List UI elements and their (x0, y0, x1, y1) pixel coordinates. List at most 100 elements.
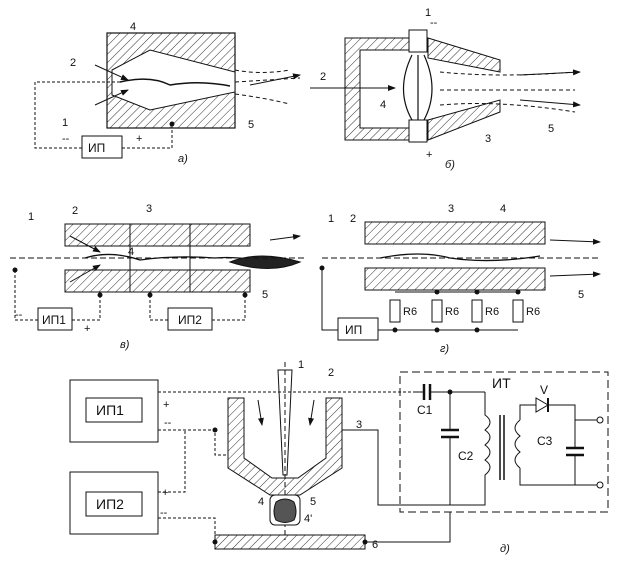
capacitor-c2-label: C2 (458, 449, 474, 463)
sign-b-minus: -- (430, 17, 438, 29)
power-supply-v1-label: ИП1 (42, 313, 66, 327)
label-v-2: 2 (72, 205, 78, 217)
sign-d-minus-2: -- (160, 507, 168, 519)
label-a-4: 4 (130, 21, 136, 33)
node-v1 (12, 267, 18, 273)
power-supply-d1-inner (85, 397, 143, 423)
sign-v-plus: + (84, 323, 90, 335)
wire-d-mid (158, 429, 228, 456)
resistor-g1-label: R6 (403, 306, 417, 318)
wire-d-right (342, 429, 405, 506)
caption-g: г) (440, 343, 449, 355)
electrode-top-b (408, 29, 428, 53)
node-v2 (97, 292, 103, 298)
label-v-4: 4 (128, 246, 134, 258)
node-g2 (392, 327, 398, 333)
label-a-5: 5 (248, 119, 254, 131)
body-v-top (64, 223, 251, 247)
caption-a: а) (178, 153, 188, 165)
node-g6 (474, 289, 480, 295)
source-block-d-label: ИТ (492, 375, 511, 391)
label-v-5: 5 (262, 289, 268, 301)
sign-a-minus: -- (62, 133, 70, 145)
node-g5 (434, 289, 440, 295)
wire-g-left (321, 268, 338, 331)
label-g-4: 4 (500, 203, 506, 215)
node-a (169, 121, 175, 127)
body-v-bottom (64, 269, 251, 293)
jet-arrow-v1 (269, 233, 301, 241)
jet-b (439, 71, 576, 113)
capacitor-c3-label: C3 (537, 434, 553, 448)
power-supply-g (337, 317, 379, 341)
wire-a-left (34, 81, 120, 149)
caption-d: д) (500, 543, 510, 555)
flow-arrow-d1 (257, 399, 264, 426)
jet-arrow-g1 (549, 238, 601, 245)
terminal-d-bottom (596, 481, 604, 489)
jet-arrow-a (249, 73, 301, 86)
sign-b-plus: + (426, 149, 432, 161)
plate-d (214, 534, 366, 550)
label-b-3: 3 (485, 133, 491, 145)
power-supply-g-label: ИП (345, 323, 362, 337)
caption-v: в) (120, 339, 130, 351)
label-g-1: 1 (328, 213, 334, 225)
figure-g: ИП R6 R6 R6 R6 1 2 3 4 5 г) (319, 203, 601, 355)
label-a-2: 2 (70, 57, 76, 69)
chamber-d (227, 397, 343, 496)
power-supply-v1 (37, 307, 73, 331)
plasma-jet-a (234, 69, 301, 105)
figure-v: ИП1 ИП2 1 2 3 4 5 -- + в) (10, 203, 305, 351)
resistor-g1 (389, 299, 401, 323)
label-v-3: 3 (146, 203, 152, 215)
node-d3 (362, 539, 368, 545)
flow-arrow-v2 (69, 264, 101, 283)
resistor-g4-label: R6 (526, 306, 540, 318)
node-g7 (515, 289, 521, 295)
arc-g (379, 253, 541, 262)
power-supply-d2-inner (85, 491, 143, 517)
sample-d (273, 498, 297, 523)
power-supply-d2-label: ИП2 (96, 496, 124, 512)
source-block-d (399, 371, 609, 513)
power-supply-a (81, 135, 123, 159)
label-a-1: 1 (62, 117, 68, 129)
node-d4 (447, 389, 453, 395)
figure-b: 1 2 3 4 5 -- + б) (310, 7, 581, 171)
node-g4 (474, 327, 480, 333)
label-d-6: 6 (372, 539, 378, 551)
flow-arrow-a2 (94, 89, 129, 106)
diode-v-label: V (540, 383, 548, 397)
label-d-3: 3 (356, 419, 362, 431)
wire-v (14, 270, 246, 321)
arc-b (403, 54, 433, 121)
caption-b: б) (445, 159, 455, 171)
resistor-g3 (471, 299, 483, 323)
sign-a-plus: + (136, 133, 142, 145)
nozzle-channel-a (111, 49, 236, 111)
sign-v-minus: -- (15, 309, 23, 321)
power-supply-d1-label: ИП1 (96, 402, 124, 418)
flow-arrow-a1 (94, 64, 129, 81)
body-g-bottom (364, 267, 546, 291)
label-g-2: 2 (350, 213, 356, 225)
label-d-2: 2 (328, 367, 334, 379)
resistor-g2 (431, 299, 443, 323)
sign-d-plus-1: + (163, 399, 169, 411)
plume-v (228, 255, 302, 269)
resistor-g4 (512, 299, 524, 323)
capacitor-c3 (519, 419, 600, 486)
node-d2 (212, 539, 218, 545)
node-g3 (434, 327, 440, 333)
sign-d-minus-1: -- (164, 417, 172, 429)
jet-arrow-b1 (519, 69, 581, 76)
wire-a-right (122, 124, 173, 149)
nozzle-b (427, 37, 501, 141)
jet-arrow-b2 (519, 99, 581, 108)
label-b-1: 1 (425, 7, 431, 19)
node-v3 (147, 292, 153, 298)
flow-arrow-v1 (69, 235, 101, 253)
power-supply-a-label: ИП (88, 141, 105, 155)
